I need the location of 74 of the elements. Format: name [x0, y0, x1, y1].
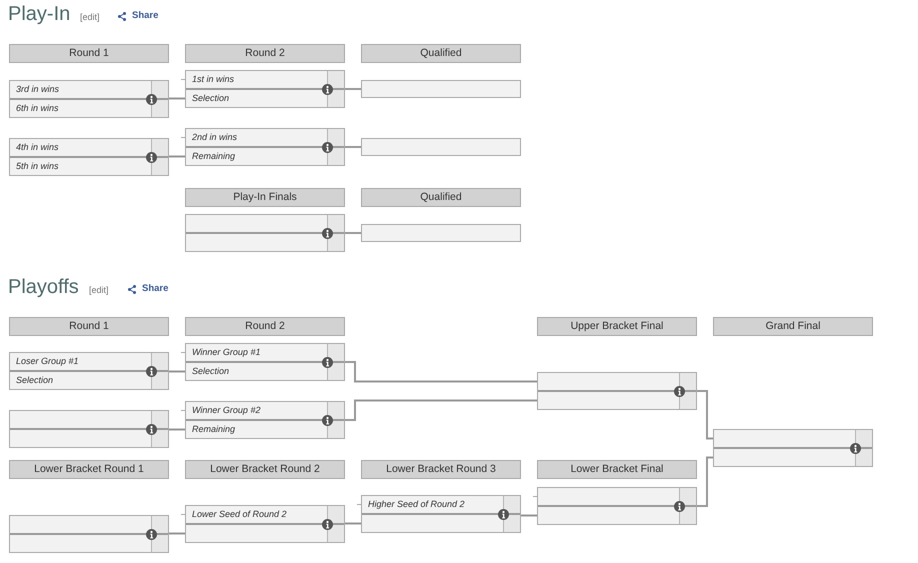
slot-label: 6th in wins	[16, 102, 59, 115]
slot-label: Higher Seed of Round 2	[368, 498, 465, 511]
round-header: Lower Bracket Final	[537, 460, 697, 479]
share-link: Share	[118, 10, 158, 22]
match-box	[9, 410, 169, 448]
slot-label: Lower Seed of Round 2	[192, 508, 287, 521]
slot-label: 4th in wins	[16, 141, 59, 154]
slot-label: Selection	[192, 365, 230, 378]
match-box	[9, 138, 169, 176]
bracket-line	[345, 400, 537, 421]
slot-label: Remaining	[192, 150, 236, 163]
slot-label: Winner Group #2	[192, 404, 260, 417]
round-header: Qualified	[361, 188, 521, 207]
match-box	[9, 352, 169, 390]
bracket-line	[697, 390, 713, 440]
match-box	[185, 343, 345, 381]
round-header: Grand Final	[713, 317, 873, 336]
match-box	[9, 80, 169, 118]
round-header: Round 2	[185, 317, 345, 336]
slot-label: Selection	[192, 92, 230, 105]
connector-stub	[180, 410, 186, 411]
match-box	[361, 495, 521, 533]
slot-label: Selection	[16, 374, 54, 387]
share-link: Share	[128, 283, 168, 295]
bracket-line	[345, 146, 361, 148]
slot-label: Remaining	[192, 423, 236, 436]
connector-stub	[180, 137, 186, 138]
edit-link: [edit]	[80, 11, 100, 23]
slot-label: 2nd in wins	[192, 131, 238, 144]
round-header: Round 2	[185, 44, 345, 63]
match-box	[537, 487, 697, 525]
match-box	[185, 70, 345, 108]
round-header: Lower Bracket Round 3	[361, 460, 521, 479]
round-header: Upper Bracket Final	[537, 317, 697, 336]
bracket-line	[345, 88, 361, 90]
section-title: Playoffs	[8, 275, 79, 299]
slot-label: Loser Group #1	[16, 355, 79, 368]
connector-stub	[356, 504, 362, 505]
connector-stub	[532, 496, 538, 497]
match-box	[185, 401, 345, 439]
result-box	[361, 80, 521, 98]
bracket-line	[169, 98, 185, 100]
bracket-line	[521, 514, 537, 516]
match-box	[185, 214, 345, 252]
round-header: Lower Bracket Round 1	[9, 460, 169, 479]
slot-label: Winner Group #1	[192, 346, 260, 359]
round-header: Play-In Finals	[185, 188, 345, 207]
bracket-line	[169, 156, 185, 158]
match-box	[713, 429, 873, 467]
match-box	[537, 372, 697, 410]
slot-label: 3rd in wins	[16, 83, 60, 96]
bracket-line	[169, 370, 185, 372]
bracket-line	[169, 532, 185, 534]
bracket-line	[345, 522, 361, 524]
bracket-line	[169, 428, 185, 430]
bracket-line	[697, 456, 713, 507]
slot-label: 5th in wins	[16, 160, 59, 173]
match-box	[9, 515, 169, 553]
round-header: Lower Bracket Round 2	[185, 460, 345, 479]
connector-stub	[180, 352, 186, 353]
round-header: Round 1	[9, 44, 169, 63]
slot-label: 1st in wins	[192, 73, 234, 86]
bracket-line	[345, 232, 361, 234]
match-box	[185, 128, 345, 166]
edit-link: [edit]	[89, 284, 109, 296]
match-box	[185, 505, 345, 543]
round-header: Round 1	[9, 317, 169, 336]
section-title: Play-In	[8, 2, 70, 26]
result-box	[361, 138, 521, 156]
connector-stub	[180, 514, 186, 515]
round-header: Qualified	[361, 44, 521, 63]
connector-stub	[180, 79, 186, 80]
result-box	[361, 224, 521, 242]
bracket-line	[345, 361, 537, 382]
